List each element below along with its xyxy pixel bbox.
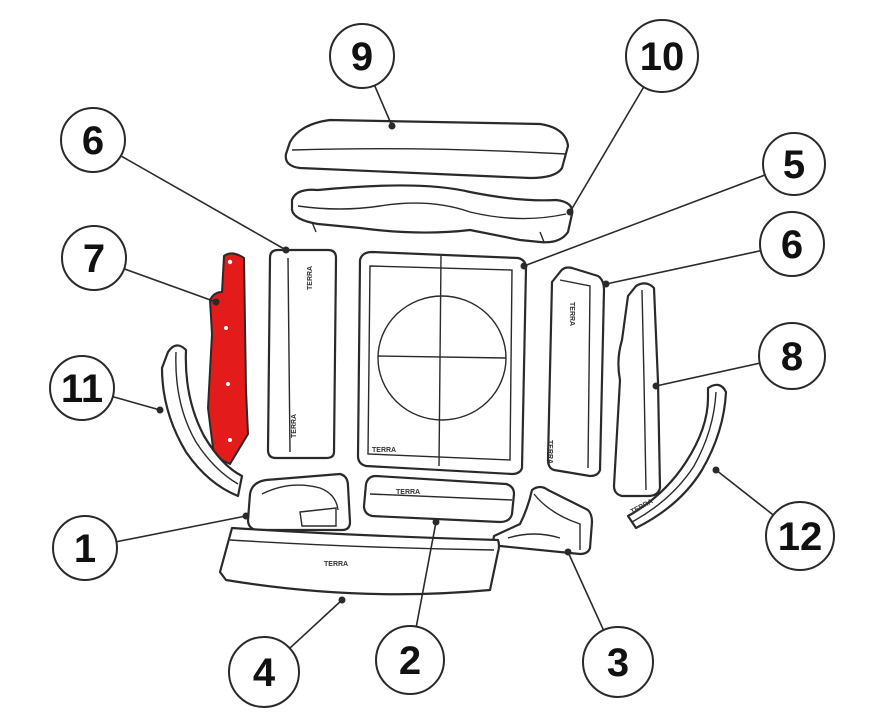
svg-text:6: 6 bbox=[82, 119, 104, 163]
svg-text:TERRA: TERRA bbox=[546, 440, 553, 464]
svg-text:1: 1 bbox=[74, 527, 96, 571]
svg-text:7: 7 bbox=[83, 237, 105, 281]
svg-text:TERRA: TERRA bbox=[372, 447, 396, 454]
callout-9: 9 bbox=[329, 23, 395, 89]
svg-text:11: 11 bbox=[61, 367, 103, 411]
svg-text:4: 4 bbox=[253, 651, 276, 695]
svg-text:TERRA: TERRA bbox=[568, 302, 575, 326]
part-10-baffle[interactable] bbox=[290, 184, 574, 244]
part-9-top-plate[interactable] bbox=[284, 118, 570, 180]
callout-11: 11 bbox=[49, 355, 115, 421]
svg-text:12: 12 bbox=[778, 515, 823, 559]
svg-text:6: 6 bbox=[781, 223, 803, 267]
svg-text:10: 10 bbox=[640, 35, 685, 79]
svg-text:8: 8 bbox=[781, 335, 803, 379]
part-8-side-brick[interactable] bbox=[612, 282, 662, 498]
callout-1: 1 bbox=[52, 515, 118, 581]
callout-6-left: 6 bbox=[60, 107, 126, 173]
svg-text:TERRA: TERRA bbox=[396, 489, 420, 496]
part-5-back-wall[interactable]: TERRA bbox=[356, 250, 528, 476]
part-4-front-floor-strip[interactable]: TERRA bbox=[218, 526, 501, 596]
svg-text:5: 5 bbox=[783, 143, 805, 187]
part-2-center-floor-block[interactable]: TERRA bbox=[362, 474, 516, 524]
callout-3: 3 bbox=[582, 626, 654, 698]
callout-5: 5 bbox=[762, 132, 826, 196]
svg-text:9: 9 bbox=[351, 35, 373, 79]
callout-8: 8 bbox=[758, 322, 826, 390]
part-6-right-side-brick[interactable]: TERRA TERRA bbox=[546, 266, 606, 478]
svg-text:3: 3 bbox=[607, 641, 629, 685]
part-7-highlighted-brick[interactable] bbox=[206, 252, 250, 466]
svg-text:TERRA: TERRA bbox=[307, 266, 314, 290]
callout-6-right: 6 bbox=[759, 211, 825, 277]
part-1-left-floor-block[interactable] bbox=[246, 472, 352, 532]
part-3-right-floor-block[interactable] bbox=[492, 485, 594, 556]
svg-text:2: 2 bbox=[399, 639, 421, 683]
callout-12: 12 bbox=[765, 501, 835, 571]
part-6-left-side-brick[interactable]: TERRA TERRA bbox=[266, 248, 338, 460]
callout-10: 10 bbox=[625, 19, 699, 93]
svg-text:TERRA: TERRA bbox=[324, 561, 348, 568]
callout-7: 7 bbox=[61, 225, 127, 291]
part-11-left-curved-strip[interactable] bbox=[160, 344, 244, 498]
callout-bubbles: 9 10 6 5 7 6 8 11 1 12 4 2 3 bbox=[49, 19, 835, 708]
callout-2: 2 bbox=[375, 625, 445, 695]
callout-4: 4 bbox=[228, 636, 300, 708]
part-12-right-curved-strip[interactable]: TERRA bbox=[626, 383, 728, 530]
svg-text:TERRA: TERRA bbox=[291, 414, 298, 438]
